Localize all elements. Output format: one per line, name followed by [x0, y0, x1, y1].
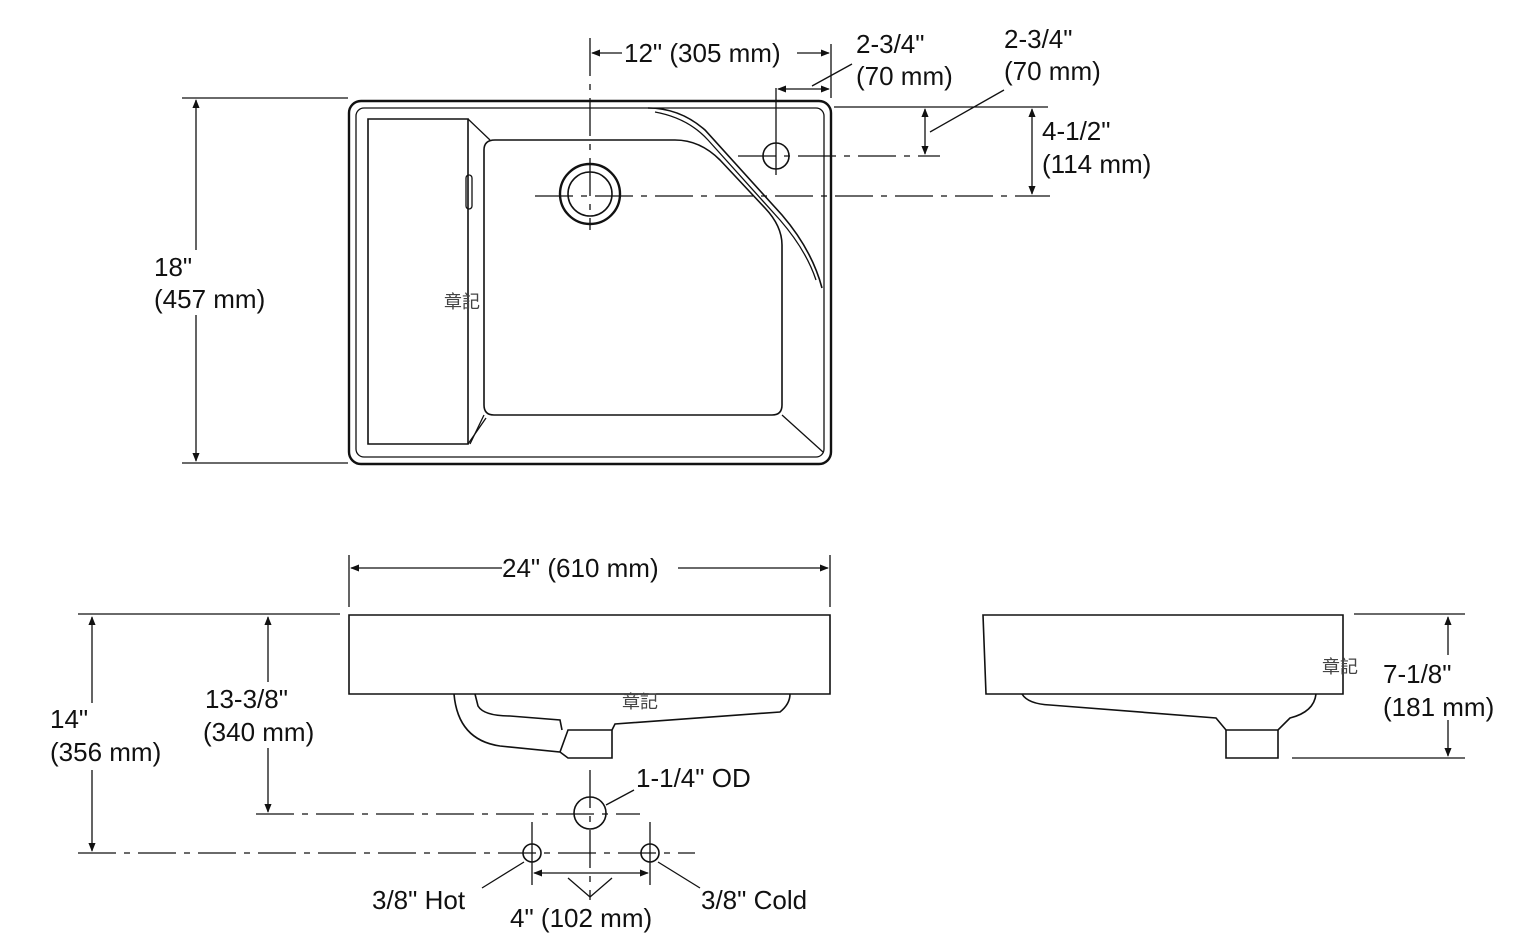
side-drain-tailpiece [1225, 730, 1279, 759]
left-shelf [367, 118, 469, 445]
faucet-deck-curve [647, 107, 823, 289]
depth-mm: (457 mm) [154, 284, 265, 314]
faucet-offset-in: 2-3/4" [856, 29, 925, 59]
side-basin-body [982, 614, 1344, 695]
height-mm: (356 mm) [50, 737, 161, 767]
faucet-deck-inner-curve [654, 111, 817, 281]
hot-label: 3/8" Hot [372, 885, 466, 915]
basin-corner-bevel [469, 414, 824, 453]
supply-spacing-leader [567, 877, 613, 898]
basin-outline [483, 139, 783, 416]
drain-outlet-circle [573, 796, 607, 830]
hot-supply-circle [522, 843, 542, 863]
leader-faucet-depth [929, 89, 1005, 133]
height-in: 14" [50, 704, 88, 734]
overall-width-label: 24" (610 mm) [502, 553, 659, 583]
bowl-depth-in: 7-1/8" [1383, 659, 1452, 689]
width-to-drain-label: 12" (305 mm) [624, 38, 781, 68]
watermark-side: 章記 [1322, 657, 1358, 678]
overflow-slot [465, 174, 473, 210]
leader-hot [481, 861, 525, 889]
leader-drain-od [605, 789, 635, 806]
drain-od-label: 1-1/4" OD [636, 763, 751, 793]
side-view: 7-1/8" (181 mm) 章記 [982, 613, 1494, 759]
watermark-top: 章記 [444, 292, 480, 313]
faucet-depth-mm: (70 mm) [1004, 56, 1101, 86]
faucet-offset-mm: (70 mm) [856, 61, 953, 91]
depth-in: 18" [154, 252, 192, 282]
front-view: 24" (610 mm) 章記 14" (356 mm) 13-3/8" (34… [50, 553, 831, 933]
side-bowl-underside [1021, 693, 1317, 731]
front-bowl-inner [474, 693, 791, 731]
bowl-depth-mm: (181 mm) [1383, 692, 1494, 722]
cold-supply-circle [640, 843, 660, 863]
watermark-front: 章記 [622, 692, 658, 713]
drain-height-in: 13-3/8" [205, 684, 288, 714]
top-view: 12" (305 mm) 2-3/4" (70 mm) 2-3/4" (70 m… [154, 24, 1151, 466]
front-basin-body [348, 614, 831, 695]
drain-depth-mm: (114 mm) [1042, 149, 1151, 179]
leader-cold [657, 861, 701, 889]
cold-label: 3/8" Cold [701, 885, 807, 915]
drain-height-mm: (340 mm) [203, 717, 314, 747]
shelf-bevel [467, 118, 491, 445]
faucet-depth-in: 2-3/4" [1004, 24, 1073, 54]
supply-spacing-label: 4" (102 mm) [510, 903, 652, 933]
drain-depth-in: 4-1/2" [1042, 116, 1111, 146]
leader-faucet-offset [811, 63, 853, 87]
